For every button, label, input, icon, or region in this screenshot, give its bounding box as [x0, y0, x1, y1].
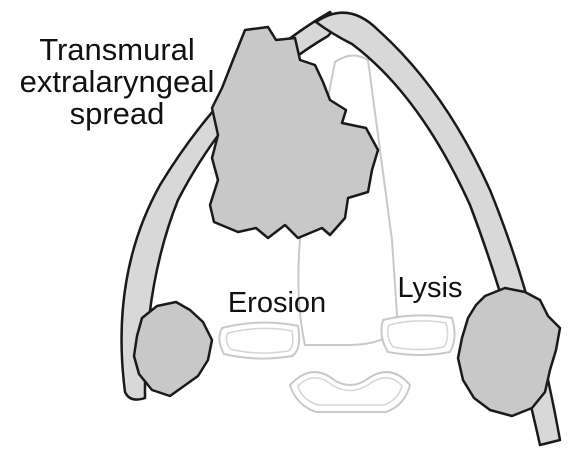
label-transmural-line2: extralaryngeal — [20, 64, 215, 99]
erosion-tumor-mass — [134, 302, 212, 396]
label-erosion: Erosion — [228, 287, 326, 319]
label-transmural-line3: spread — [70, 96, 165, 131]
label-transmural-line1: Transmural — [39, 32, 195, 67]
label-lysis: Lysis — [398, 272, 463, 304]
